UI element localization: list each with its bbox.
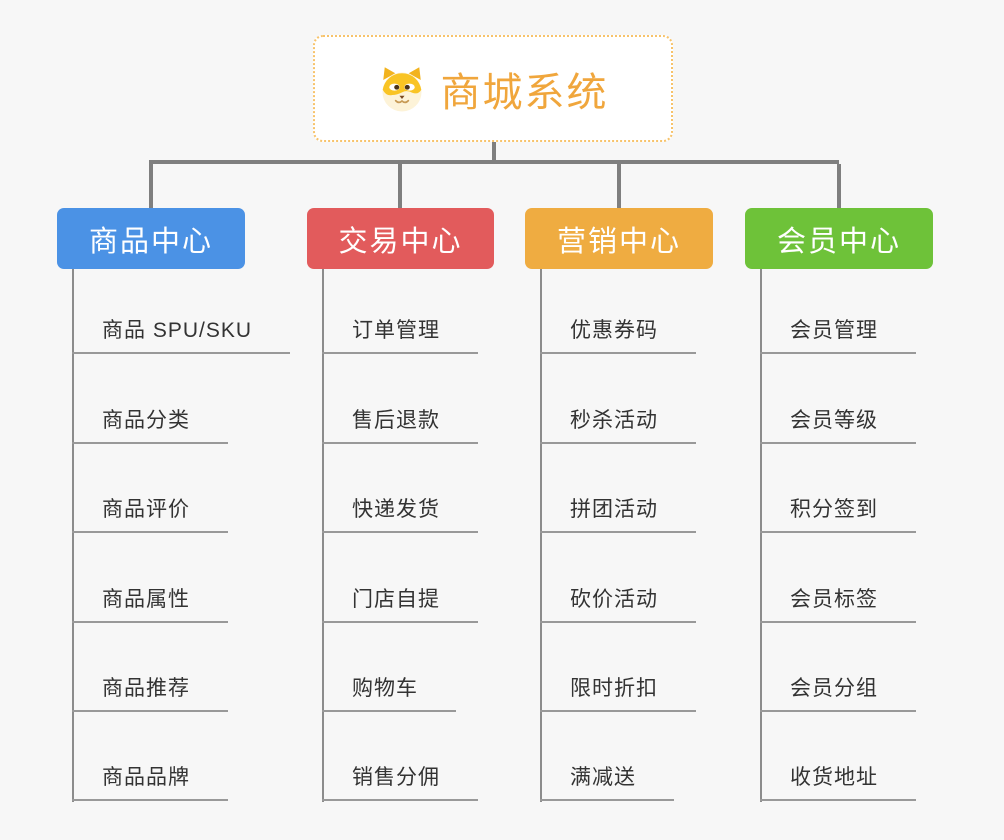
list-item[interactable]: 秒杀活动 bbox=[540, 354, 696, 444]
list-item[interactable]: 满减送 bbox=[540, 712, 674, 802]
list-item[interactable]: 商品 SPU/SKU bbox=[72, 265, 291, 355]
branch-items: 会员管理 会员等级 积分签到 会员标签 会员分组 收货地址 bbox=[760, 265, 916, 802]
branch-product-center: 商品中心 商品 SPU/SKU 商品分类 商品评价 商品属性 商品推荐 商品品牌 bbox=[57, 208, 291, 802]
list-item[interactable]: 会员标签 bbox=[760, 533, 916, 623]
root-title: 商城系统 bbox=[440, 70, 609, 115]
branch-items: 优惠券码 秒杀活动 拼团活动 砍价活动 限时折扣 满减送 bbox=[540, 265, 696, 802]
branch-marketing-center: 营销中心 优惠券码 秒杀活动 拼团活动 砍价活动 限时折扣 满减送 bbox=[525, 208, 713, 802]
list-item[interactable]: 会员管理 bbox=[760, 265, 916, 355]
list-item[interactable]: 拼团活动 bbox=[540, 444, 696, 534]
connector-drop-2 bbox=[398, 164, 402, 209]
branch-trade-center: 交易中心 订单管理 售后退款 快递发货 门店自提 购物车 销售分佣 bbox=[307, 208, 494, 802]
list-item[interactable]: 商品品牌 bbox=[72, 712, 228, 802]
branch-trunk-line bbox=[322, 269, 324, 802]
connector-bus bbox=[149, 160, 839, 164]
list-item[interactable]: 商品推荐 bbox=[72, 623, 228, 712]
root-node[interactable]: 商城系统 bbox=[313, 35, 673, 142]
branch-trunk-line bbox=[760, 269, 762, 802]
list-item[interactable]: 销售分佣 bbox=[322, 712, 478, 802]
doge-face-icon bbox=[378, 65, 426, 113]
connector-drop-3 bbox=[617, 164, 621, 209]
connector-drop-4 bbox=[837, 164, 841, 209]
branch-header-member[interactable]: 会员中心 bbox=[745, 208, 933, 269]
list-item[interactable]: 优惠券码 bbox=[540, 265, 696, 355]
branch-header-marketing[interactable]: 营销中心 bbox=[525, 208, 713, 269]
branch-member-center: 会员中心 会员管理 会员等级 积分签到 会员标签 会员分组 收货地址 bbox=[745, 208, 933, 802]
branch-header-trade[interactable]: 交易中心 bbox=[307, 208, 494, 269]
branch-trunk-line bbox=[72, 269, 74, 802]
list-item[interactable]: 商品评价 bbox=[72, 444, 228, 534]
list-item[interactable]: 会员分组 bbox=[760, 623, 916, 712]
list-item[interactable]: 商品分类 bbox=[72, 354, 228, 444]
list-item[interactable]: 门店自提 bbox=[322, 533, 478, 623]
branch-trunk-line bbox=[540, 269, 542, 802]
list-item[interactable]: 积分签到 bbox=[760, 444, 916, 534]
list-item[interactable]: 购物车 bbox=[322, 623, 456, 712]
branch-items: 商品 SPU/SKU 商品分类 商品评价 商品属性 商品推荐 商品品牌 bbox=[72, 265, 291, 802]
list-item[interactable]: 收货地址 bbox=[760, 712, 916, 802]
connector-drop-1 bbox=[149, 164, 153, 209]
list-item[interactable]: 限时折扣 bbox=[540, 623, 696, 712]
branch-header-product[interactable]: 商品中心 bbox=[57, 208, 245, 269]
list-item[interactable]: 快递发货 bbox=[322, 444, 478, 534]
list-item[interactable]: 砍价活动 bbox=[540, 533, 696, 623]
list-item[interactable]: 售后退款 bbox=[322, 354, 478, 444]
branch-items: 订单管理 售后退款 快递发货 门店自提 购物车 销售分佣 bbox=[322, 265, 478, 802]
list-item[interactable]: 订单管理 bbox=[322, 265, 478, 355]
list-item[interactable]: 会员等级 bbox=[760, 354, 916, 444]
list-item[interactable]: 商品属性 bbox=[72, 533, 228, 623]
root-connector-drop bbox=[492, 142, 496, 162]
